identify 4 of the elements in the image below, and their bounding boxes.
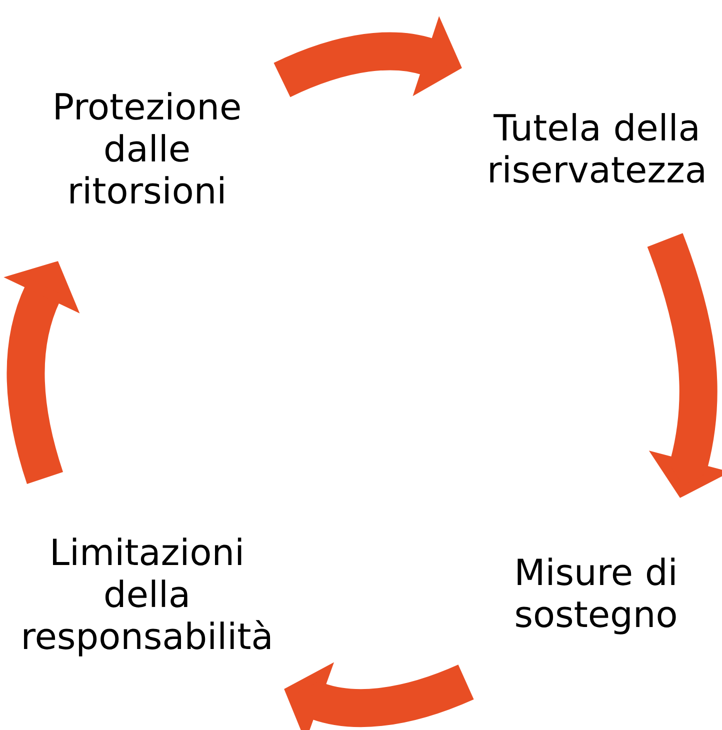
cycle-label: Misure di sostegno — [516, 558, 676, 634]
cycle-label: Limitazioni della responsabilità — [24, 538, 270, 656]
cycle-label: Tutela della riservatezza — [490, 113, 704, 183]
cycle-label: Protezione dalle ritorsioni — [56, 92, 240, 204]
